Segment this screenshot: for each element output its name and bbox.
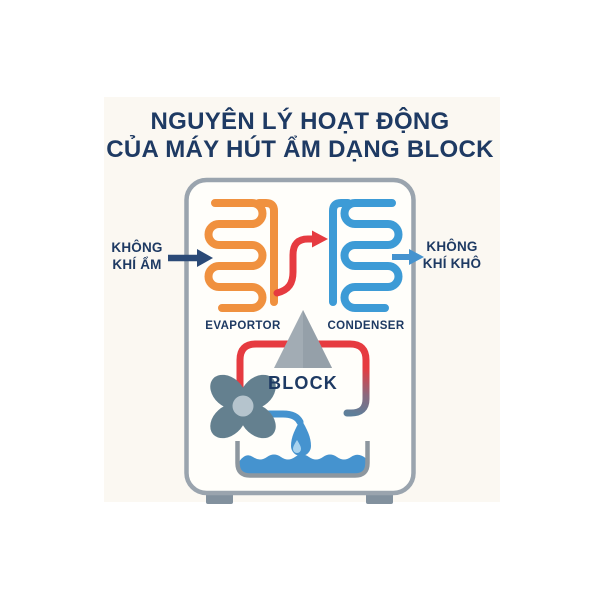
droplet-highlight bbox=[293, 440, 301, 453]
evaporator-label: EVAPORTOR bbox=[205, 320, 281, 332]
tray-water bbox=[239, 454, 366, 475]
compressor-triangle-shade bbox=[303, 310, 332, 368]
condensate-pipe-blue bbox=[250, 410, 304, 426]
page-title-line2: CỦA MÁY HÚT ẨM DẠNG BLOCK bbox=[106, 134, 494, 163]
compressor-pipe-gradient bbox=[343, 366, 370, 417]
outlet-arrow-head bbox=[409, 249, 424, 265]
condenser-coil-pipe bbox=[329, 199, 352, 306]
inlet-label-line2: KHÍ ẨM bbox=[112, 257, 161, 272]
refrigerant-arrow-head bbox=[312, 230, 328, 248]
inlet-arrow-head bbox=[197, 249, 213, 267]
compressor-label: BLOCK bbox=[268, 373, 338, 393]
water-tray-icon bbox=[235, 441, 370, 478]
condenser-coil bbox=[340, 199, 403, 312]
evaporator-coil-pipe bbox=[255, 199, 278, 306]
fan-hub bbox=[232, 395, 254, 417]
fan-icon bbox=[210, 374, 276, 439]
page-title-line1: NGUYÊN LÝ HOẠT ĐỘNG bbox=[150, 107, 449, 135]
outlet-arrow-icon bbox=[392, 249, 424, 265]
refrigerant-arrow-shaft bbox=[273, 235, 316, 297]
outlet-label-line2: KHÍ KHÔ bbox=[423, 256, 481, 271]
inlet-label-line1: KHÔNG bbox=[111, 240, 162, 255]
outlet-label-line1: KHÔNG bbox=[426, 239, 477, 254]
condenser-label: CONDENSER bbox=[327, 320, 404, 332]
evaporator-coil bbox=[204, 199, 267, 312]
inlet-arrow-icon bbox=[168, 249, 213, 267]
